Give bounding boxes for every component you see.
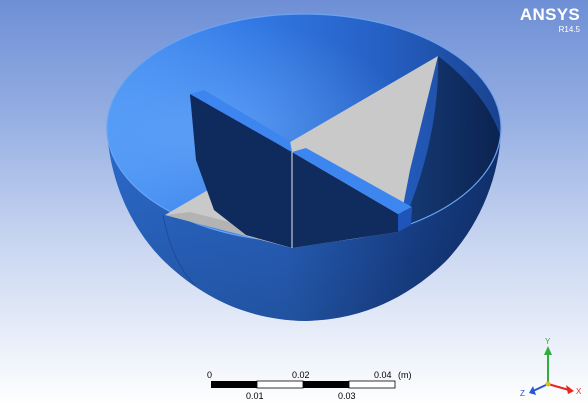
triad-y-label: Y [545,337,551,346]
scale-unit: (m) [398,370,412,380]
hemisphere-edge-line [162,214,196,286]
plate-top-edge-front [292,148,412,214]
scale-label-0: 0 [207,370,212,380]
plate-end-face [398,207,412,232]
ansys-logo: ANSYS R14.5 [520,6,580,35]
plate-top-edge-back [190,90,292,152]
vertical-plate-back [190,94,292,248]
triad-x-label: X [576,387,582,396]
triad-z-label: Z [520,389,525,398]
scale-label-003: 0.03 [338,391,356,401]
logo-name: ANSYS [519,5,580,24]
scale-label-002: 0.02 [292,370,310,380]
scale-bar: 0 0.02 0.04 (m) 0.01 0.03 [207,370,412,401]
logo-version: R14.5 [558,25,580,34]
scale-label-001: 0.01 [246,391,264,401]
axis-triad[interactable]: Y X Z [520,337,582,398]
vertical-plate-front [292,152,398,248]
scale-label-004: 0.04 [374,370,392,380]
